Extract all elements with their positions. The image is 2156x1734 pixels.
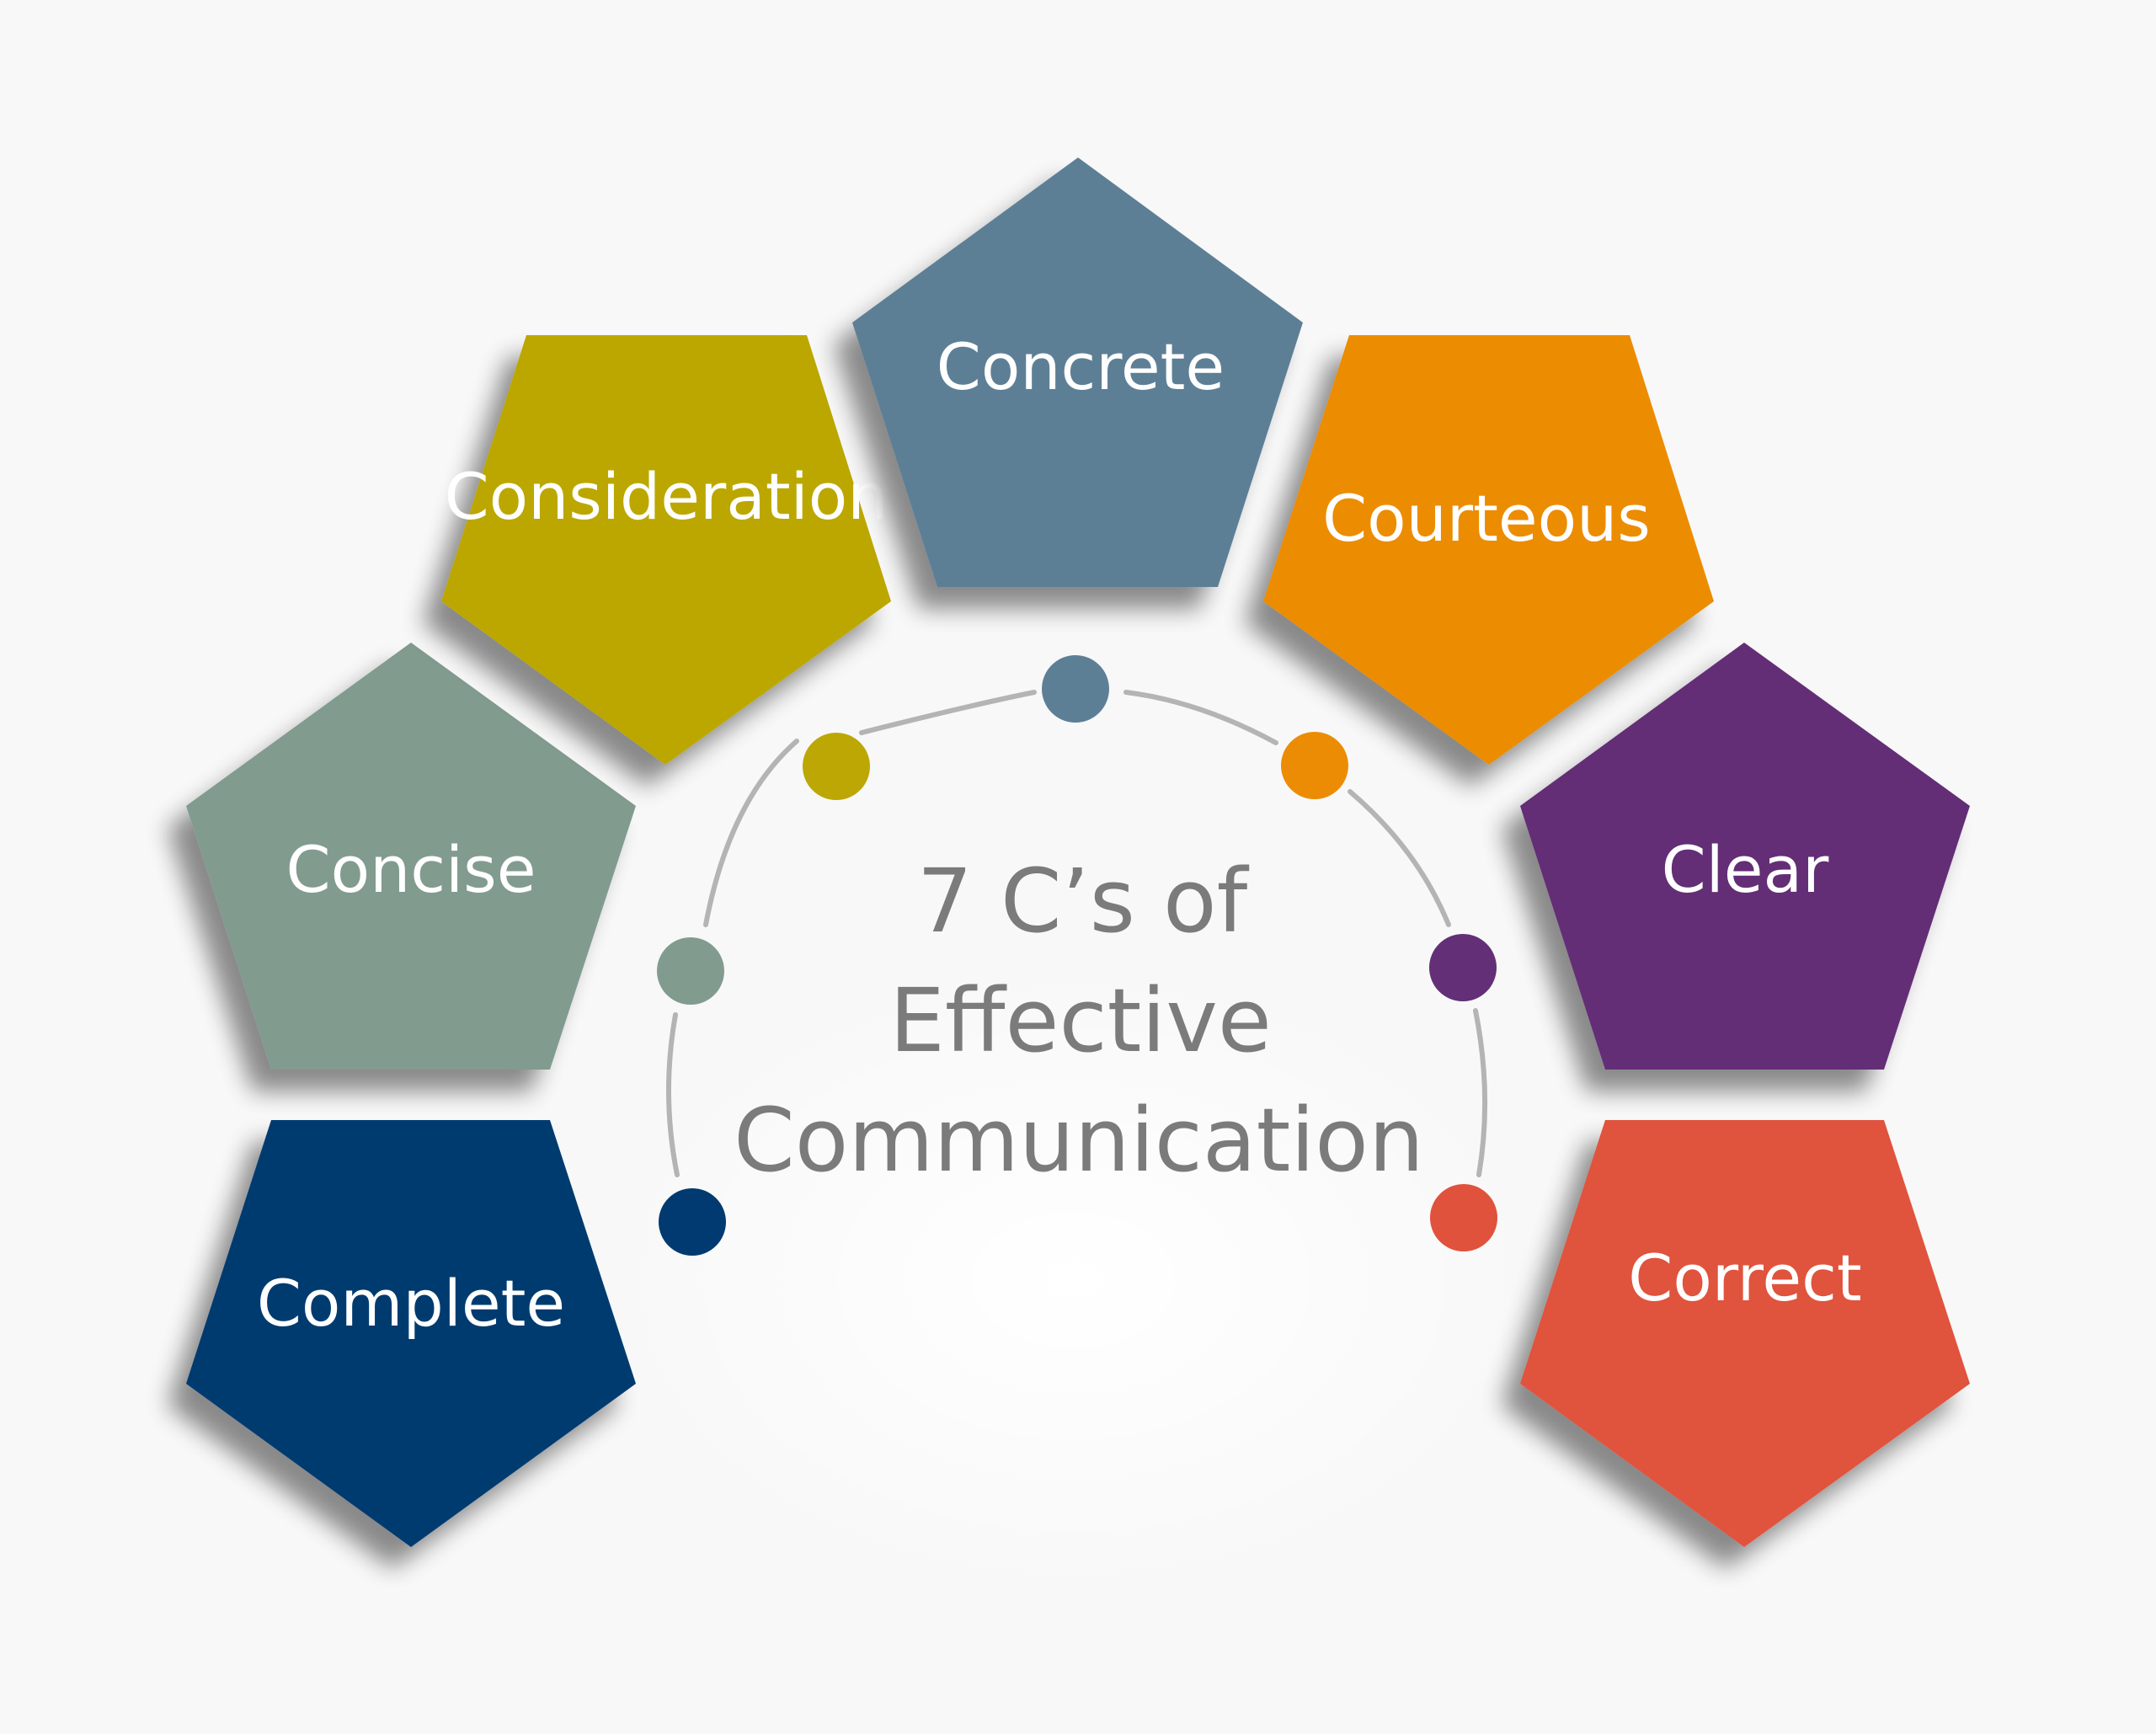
pentagon-complete-shape: [186, 1120, 636, 1547]
label-concrete: Concrete: [937, 329, 1225, 404]
dot-courteous: [1281, 732, 1348, 799]
center-glow: [602, 960, 1545, 1600]
label-courteous: Courteous: [1322, 481, 1651, 556]
dot-concrete: [1042, 655, 1109, 723]
pentagon-consideration-shape: [441, 335, 891, 765]
pentagon-courteous: Courteous: [1263, 335, 1714, 765]
title-line-3: Communication: [734, 1089, 1424, 1192]
dot-consideration: [803, 733, 870, 800]
pentagon-concise: Concise: [186, 643, 636, 1070]
center-title: 7 C’s of Effective Communication: [734, 850, 1424, 1192]
pentagon-correct: Correct: [1520, 1120, 1970, 1547]
title-line-2: Effective: [889, 969, 1272, 1072]
label-concise: Concise: [286, 832, 536, 907]
dot-correct: [1430, 1184, 1497, 1251]
label-clear: Clear: [1662, 832, 1830, 907]
connector-dots: [657, 655, 1497, 1256]
pentagon-correct-shape: [1520, 1120, 1970, 1547]
title-line-1: 7 C’s of: [917, 850, 1250, 952]
dot-clear: [1429, 934, 1497, 1001]
pentagon-concrete: Concrete: [852, 157, 1303, 587]
pentagon-complete: Complete: [186, 1120, 636, 1547]
pentagon-clear: Clear: [1520, 643, 1970, 1070]
dot-concise: [657, 937, 724, 1005]
pentagon-courteous-shape: [1263, 335, 1714, 765]
label-complete: Complete: [257, 1266, 565, 1341]
pentagon-concrete-shape: [852, 157, 1303, 587]
dot-complete: [659, 1188, 726, 1256]
pentagon-consideration: Consideration: [441, 335, 891, 765]
label-consideration: Consideration: [445, 459, 889, 534]
pentagon-clear-shape: [1520, 643, 1970, 1070]
connector-arc: [666, 690, 1488, 1177]
pentagon-concise-shape: [186, 643, 636, 1070]
label-correct: Correct: [1628, 1240, 1861, 1315]
